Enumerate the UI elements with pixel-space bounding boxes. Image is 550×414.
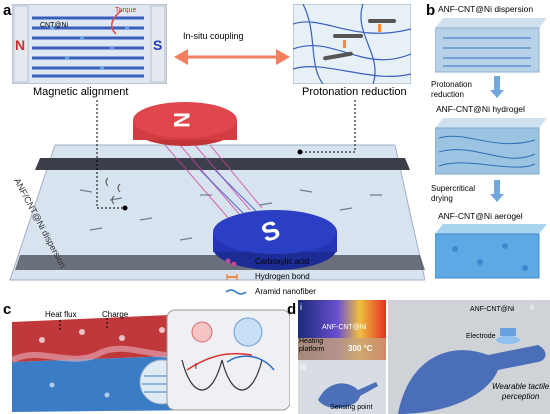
stage-aerogel-label: ANF-CNT@Ni aerogel bbox=[438, 211, 523, 221]
sub-label-ii: ii bbox=[530, 302, 534, 312]
legend-aramid-nanofiber: Aramid nanofiber bbox=[255, 287, 316, 296]
stage-hydrogel-label: ANF-CNT@Ni hydrogel bbox=[436, 104, 525, 114]
sensing-point-label: Sensing point bbox=[330, 404, 373, 411]
sub-label-iii: iii bbox=[300, 362, 306, 372]
stage-dispersion-label: ANF-CNT@Ni dispersion bbox=[438, 4, 534, 14]
big-n-label: N bbox=[168, 112, 194, 128]
heat-flux-illustration bbox=[12, 309, 290, 412]
heat-flux-label: Heat flux bbox=[45, 310, 77, 319]
panel-label-a: a bbox=[3, 2, 12, 19]
legend-hydrogen-bond: Hydrogen bond bbox=[255, 272, 310, 281]
hydrogel-block bbox=[435, 118, 547, 175]
panel-label-c: c bbox=[3, 301, 12, 318]
cnt-ni-label: CNT@Ni bbox=[40, 22, 69, 29]
panel-label-b: b bbox=[426, 2, 436, 19]
caption-protonation-reduction: Protonation reduction bbox=[302, 86, 407, 98]
inset-n-label: N bbox=[15, 37, 26, 53]
aerogel-block bbox=[435, 224, 547, 279]
arrow-down-2 bbox=[490, 180, 504, 202]
wearable-photo bbox=[388, 300, 550, 414]
panel-a: a N S Torque CNT@Ni In-situ coupling bbox=[3, 2, 425, 296]
alignment-device bbox=[9, 100, 425, 295]
dispersion-block bbox=[435, 18, 547, 73]
inset-material-tag: ANF-CNT@Ni bbox=[322, 324, 367, 331]
sub-label-i: i bbox=[300, 302, 302, 312]
legend-carboxylic-acid: Carboxylic acid bbox=[255, 257, 310, 266]
coupling-arrow bbox=[174, 49, 290, 65]
arrow-down-1 bbox=[490, 76, 504, 98]
glove-photo bbox=[298, 360, 386, 414]
protonation-inset bbox=[293, 4, 411, 84]
heating-platform-label: Heating platform bbox=[299, 338, 325, 353]
step-drying-label: Supercritical drying bbox=[431, 184, 476, 203]
panel-b: b ANF-CNT@Ni dispersion Protonation redu… bbox=[425, 0, 550, 300]
heating-platform-photo bbox=[298, 300, 386, 360]
inset-s-label: S bbox=[153, 37, 163, 53]
charge-label: Charge bbox=[102, 310, 129, 319]
panel-c: c Heat flux Charge i bbox=[0, 300, 290, 414]
caption-magnetic-alignment: Magnetic alignment bbox=[33, 86, 129, 98]
step-protonation-label: Protonation reduction bbox=[431, 80, 472, 99]
inset-roman-i: i bbox=[195, 362, 197, 371]
panel-label-d: d bbox=[287, 301, 297, 318]
temperature-label: 300 °C bbox=[348, 344, 373, 353]
material-tag-label: ANF-CNT@Ni bbox=[470, 306, 515, 313]
electrode-label: Electrode bbox=[466, 333, 496, 340]
wearable-label: Wearable tactile perception bbox=[492, 382, 550, 401]
magnetic-alignment-inset bbox=[12, 4, 167, 84]
panel-d: d i ANF-CNT@Ni Heating platform 300 °C i… bbox=[287, 300, 550, 414]
torque-label: Torque bbox=[115, 7, 137, 14]
coupling-label: In-situ coupling bbox=[183, 31, 244, 41]
